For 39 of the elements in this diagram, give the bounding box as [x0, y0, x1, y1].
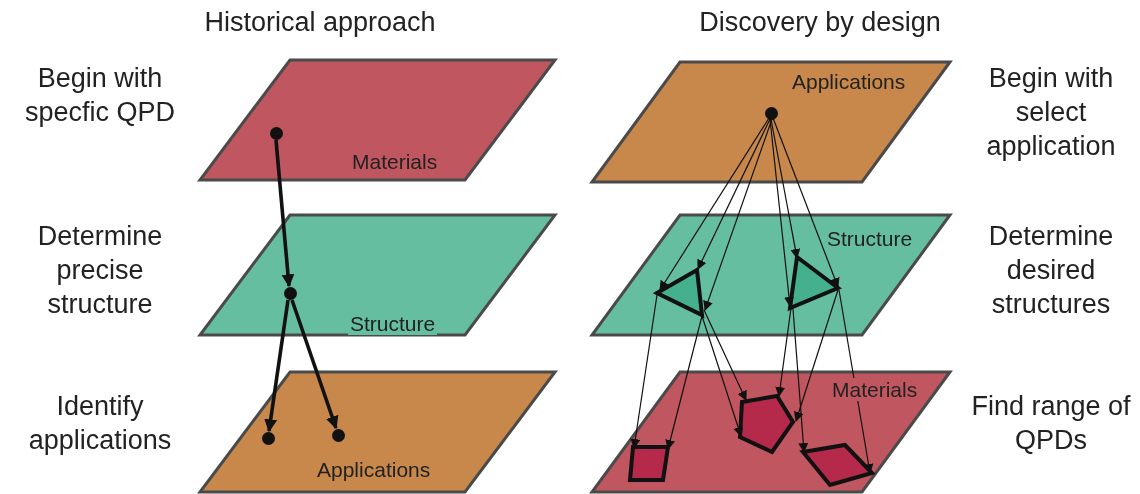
column-heading: Discovery by design: [698, 6, 942, 39]
dot: [332, 429, 345, 442]
dot: [284, 287, 297, 300]
arrow: [659, 117, 770, 291]
layer-plane: [592, 215, 950, 335]
arrow: [264, 299, 290, 433]
arrow: [794, 289, 839, 422]
dot: [270, 127, 283, 140]
arrow: [770, 118, 801, 259]
step-description: Determine desired structures: [987, 220, 1115, 321]
layer-plane: [200, 60, 555, 180]
plane-label: Materials: [830, 378, 920, 401]
column-heading: Historical approach: [203, 6, 437, 39]
arrow: [769, 118, 794, 307]
arrow: [665, 315, 703, 450]
parallelogram-shape: [628, 445, 670, 482]
arrow: [274, 139, 295, 288]
pentagon-shape: [738, 393, 796, 455]
arrow: [775, 307, 792, 397]
step-description: Begin with select application: [985, 62, 1117, 163]
triangle-shape: [655, 266, 705, 318]
step-description: Find range of QPDs: [970, 390, 1132, 457]
step-description: Determine precise structure: [36, 220, 164, 321]
arrow: [697, 118, 771, 270]
layer-plane: [200, 372, 555, 492]
arrow: [290, 299, 339, 430]
diamond-shape: [801, 443, 875, 488]
triangle-shape: [787, 254, 841, 311]
arrow: [772, 117, 840, 288]
layer-plane: [200, 215, 555, 335]
arrow: [792, 308, 809, 453]
layer-plane: [592, 62, 950, 182]
layer-plane: [592, 372, 950, 492]
dot: [262, 432, 275, 445]
step-description: Identify applications: [27, 390, 173, 457]
dot: [765, 107, 778, 120]
arrow: [703, 309, 747, 401]
arrow: [701, 315, 743, 437]
step-description: Begin with specfic QPD: [23, 62, 176, 129]
